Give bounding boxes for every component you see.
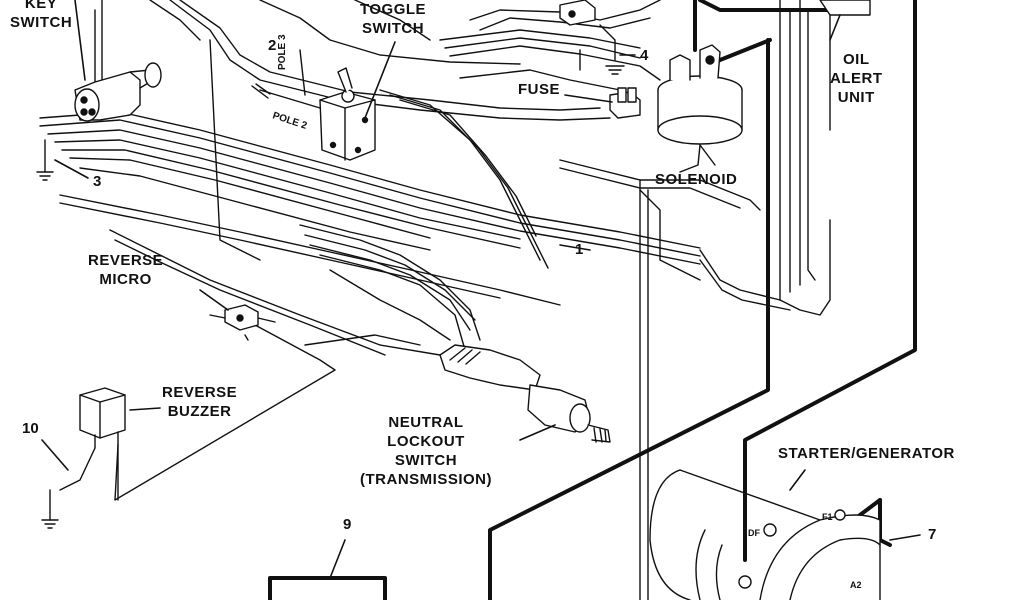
- component-9-box: [268, 539, 387, 602]
- reverse-micro-label-line-1: REVERSE: [88, 252, 164, 269]
- reverse-micro-label: REVERSE MICRO: [88, 251, 163, 289]
- neutral-lockout-label-line-3: SWITCH: [394, 452, 458, 469]
- reverse-micro-component: [199, 289, 276, 341]
- starter-generator-label: STARTER/GENERATOR: [778, 445, 955, 462]
- callout-2: 2: [268, 37, 277, 54]
- callout-3: 3: [93, 173, 102, 190]
- neutral-lockout-component: [439, 344, 611, 443]
- callout-4: 4: [640, 47, 649, 64]
- callout-1: 1: [575, 241, 584, 258]
- solenoid-component: [657, 44, 743, 173]
- neutral-lockout-label-line-1: NEUTRAL: [388, 414, 464, 431]
- pole-3-label: POLE 3: [277, 34, 288, 70]
- callout-7: 7: [928, 526, 937, 543]
- reverse-buzzer-component: [59, 387, 161, 501]
- oil-alert-component: [819, 0, 871, 41]
- callout-10: 10: [22, 420, 39, 437]
- reverse-buzzer-label: REVERSE BUZZER: [162, 383, 237, 421]
- neutral-lockout-label-line-4: (TRANSMISSION): [360, 471, 492, 488]
- ground-symbols: [36, 49, 921, 541]
- key-switch-label-line-2: SWITCH: [10, 14, 73, 31]
- toggle-switch-component: [251, 41, 396, 161]
- terminal-f1-label: F1: [822, 512, 833, 522]
- fuse-component: [564, 87, 641, 119]
- pole-2-label: POLE 2: [271, 110, 309, 132]
- solenoid-label: SOLENOID: [655, 171, 738, 188]
- toggle-switch-label-line-1: TOGGLE: [360, 1, 427, 18]
- key-switch-label: KEY SWITCH: [10, 0, 72, 32]
- oil-alert-unit-label: OIL ALERT UNIT: [830, 50, 883, 107]
- oil-alert-label-line-3: UNIT: [837, 89, 875, 106]
- starter-generator-component: [649, 469, 881, 601]
- neutral-lockout-label-line-2: LOCKOUT: [387, 433, 465, 450]
- top-small-component: [559, 0, 625, 75]
- key-switch-label-line-1: KEY: [24, 0, 58, 12]
- reverse-buzzer-label-line-1: REVERSE: [162, 384, 238, 401]
- key-switch-component: [74, 0, 162, 122]
- reverse-buzzer-label-line-2: BUZZER: [167, 403, 232, 420]
- fuse-label: FUSE: [518, 81, 561, 98]
- toggle-switch-label-line-2: SWITCH: [361, 20, 425, 37]
- neutral-lockout-label: NEUTRAL LOCKOUT SWITCH (TRANSMISSION): [360, 413, 492, 489]
- terminal-a2-label: A2: [850, 580, 862, 590]
- toggle-switch-label: TOGGLE SWITCH: [360, 0, 426, 38]
- oil-alert-label-line-2: ALERT: [830, 70, 883, 87]
- callout-9: 9: [343, 516, 352, 533]
- oil-alert-label-line-1: OIL: [843, 51, 870, 68]
- reverse-micro-label-line-2: MICRO: [99, 271, 152, 288]
- terminal-df-label: DF: [748, 528, 760, 538]
